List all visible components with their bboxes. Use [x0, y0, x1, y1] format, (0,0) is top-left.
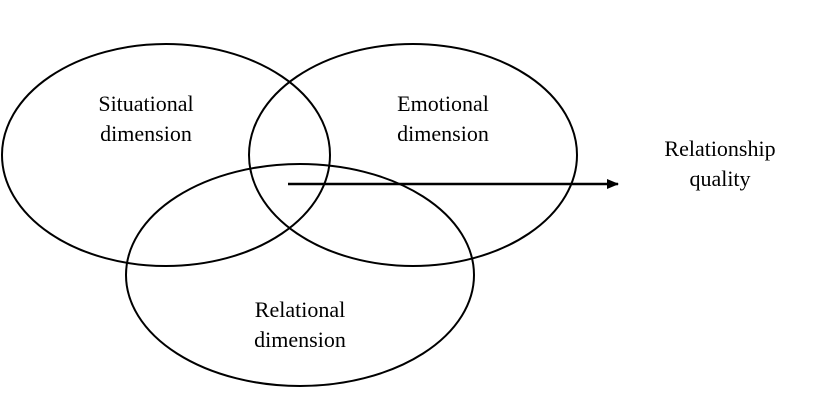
- outcome-label-line2: quality: [689, 166, 751, 191]
- relational-dimension-label: Relational dimension: [234, 295, 366, 355]
- outcome-label-line1: Relationship: [664, 136, 776, 161]
- emotional-ellipse: [248, 43, 578, 267]
- situational-label-line2: dimension: [100, 121, 192, 146]
- situational-label-line1: Situational: [98, 91, 194, 116]
- emotional-label-line2: dimension: [397, 121, 489, 146]
- situational-ellipse: [1, 43, 331, 267]
- situational-dimension-label: Situational dimension: [80, 89, 212, 149]
- relational-label-line1: Relational: [254, 297, 346, 322]
- relational-label-line2: dimension: [254, 327, 346, 352]
- emotional-dimension-label: Emotional dimension: [377, 89, 509, 149]
- relationship-quality-label: Relationship quality: [645, 134, 795, 194]
- emotional-label-line1: Emotional: [397, 91, 489, 116]
- relational-ellipse: [125, 163, 475, 387]
